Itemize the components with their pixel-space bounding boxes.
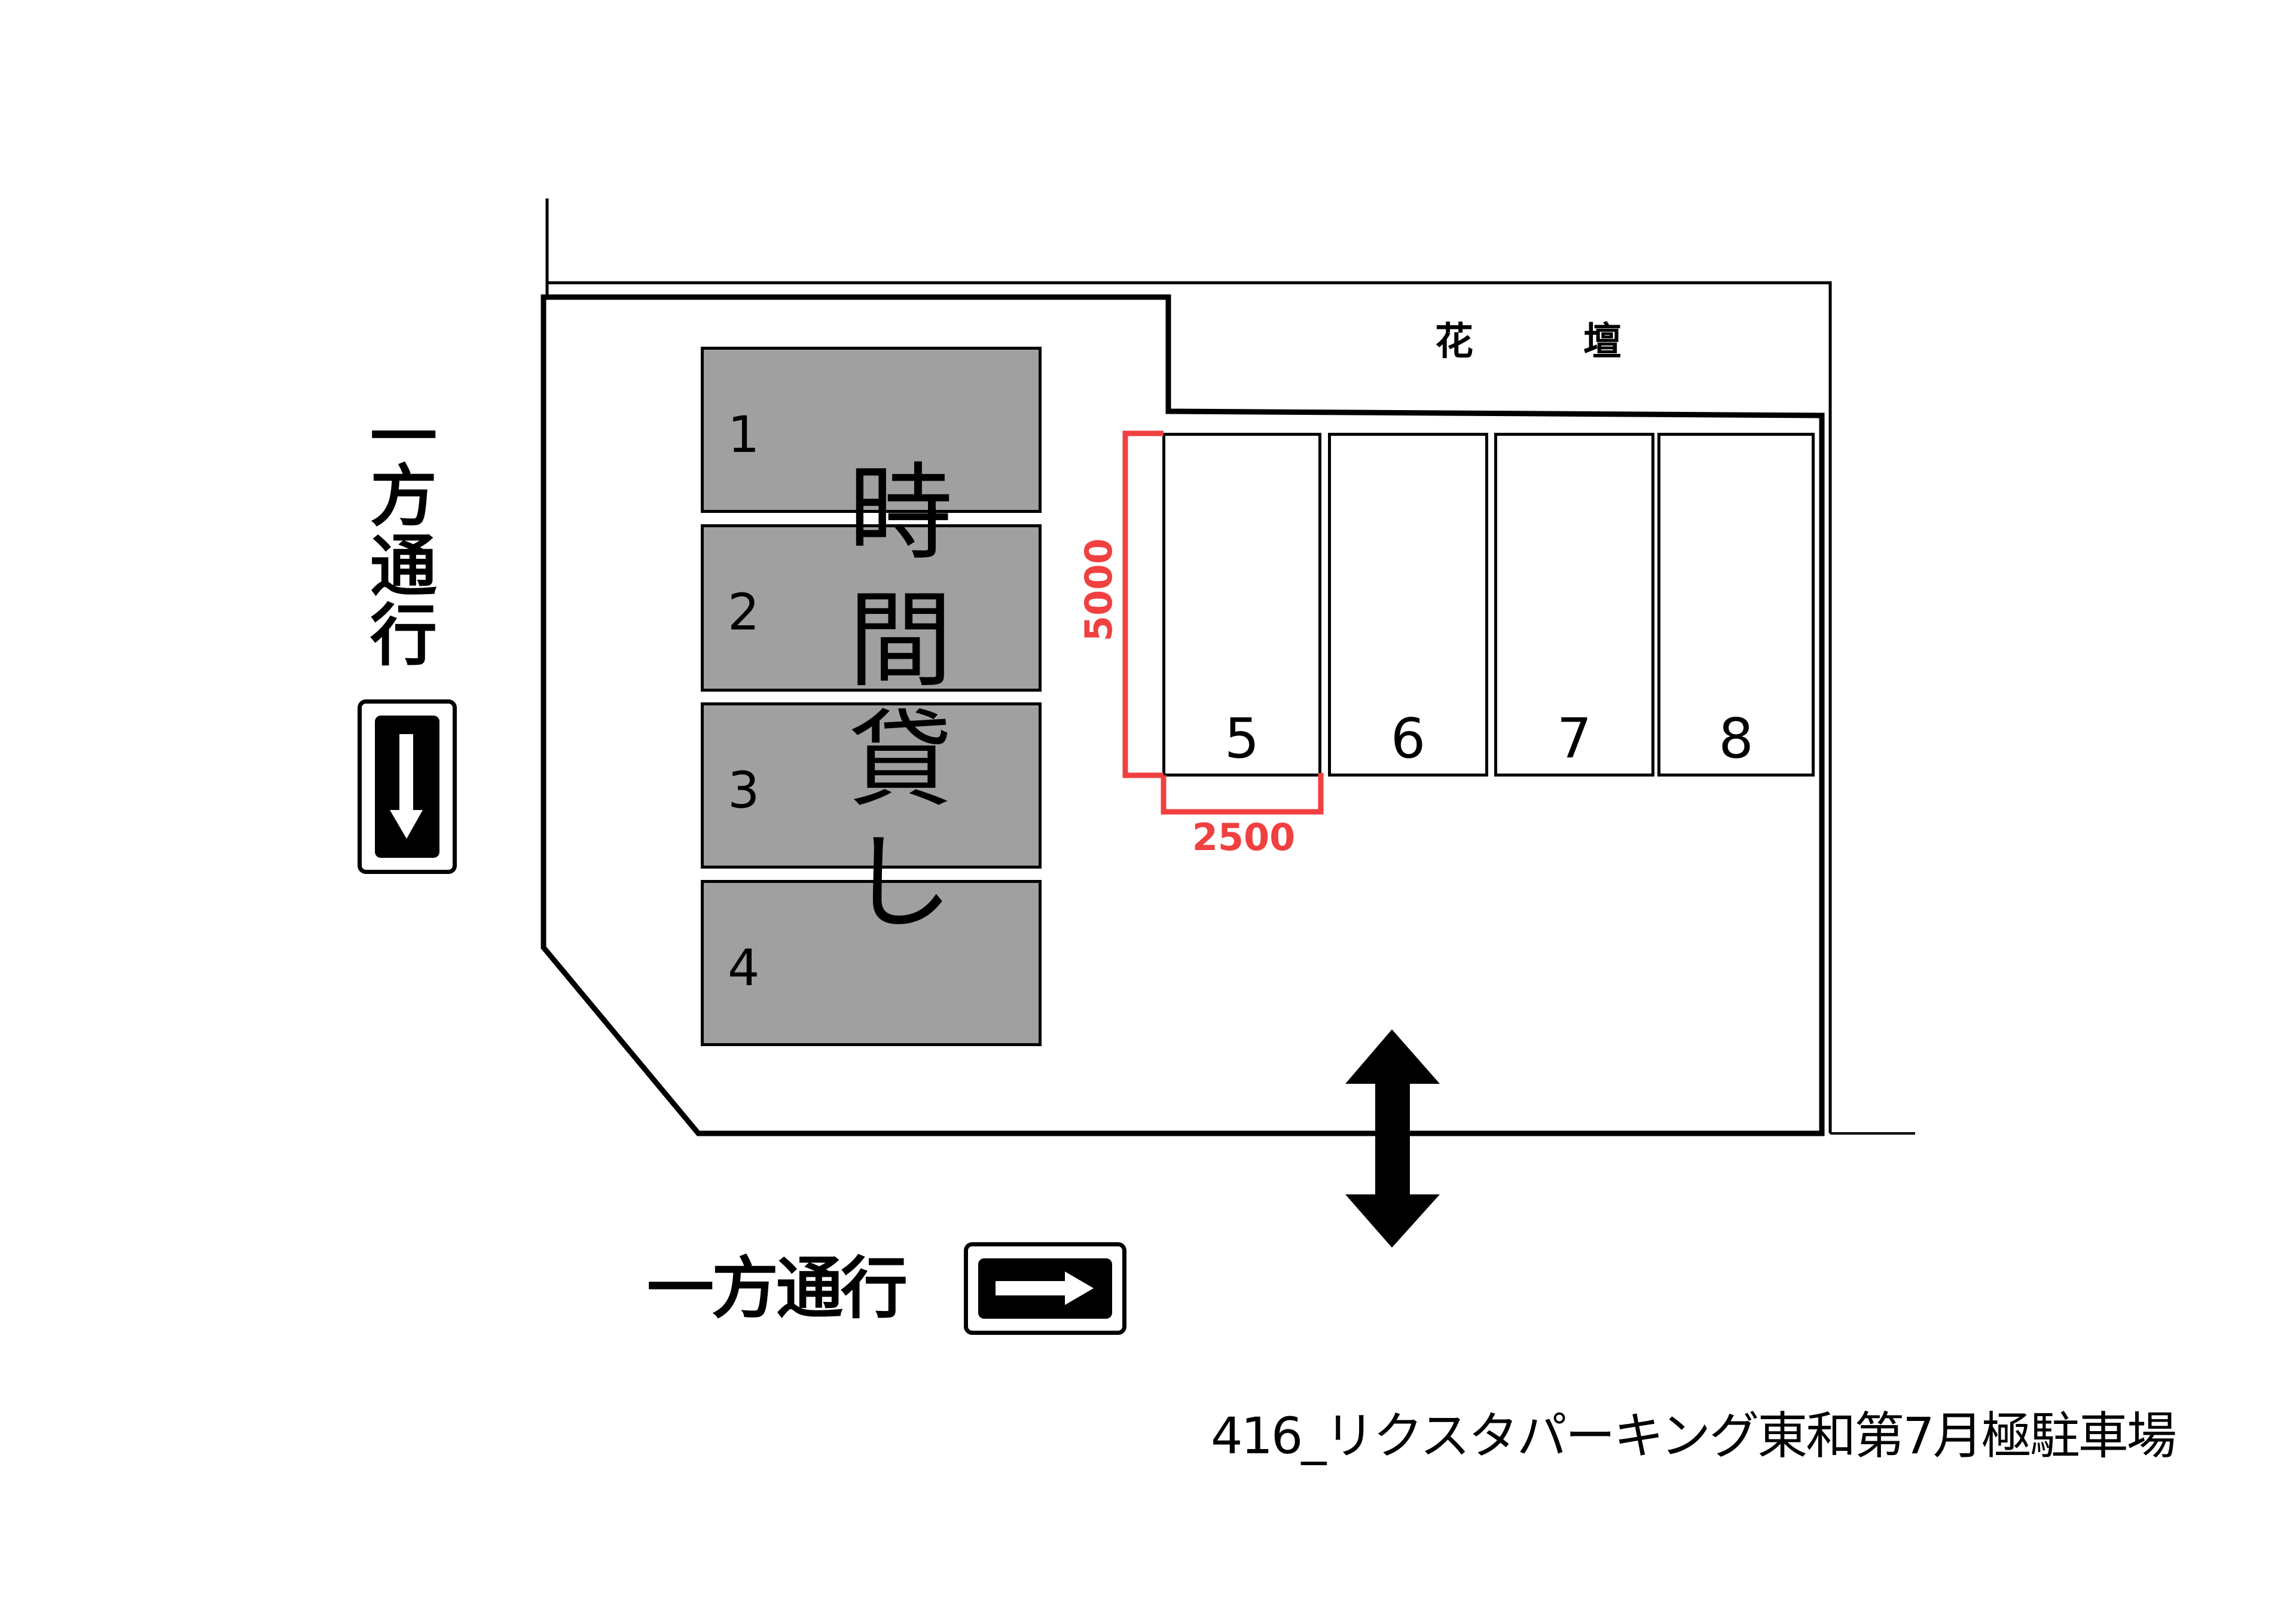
hourly-label-char: 時 [848,453,953,574]
hourly-stall-1[interactable]: 1 [701,347,1042,513]
hourly-label-char: 貸 [848,700,953,821]
stall-length-value: 5000 [1077,538,1120,641]
stall-number: 1 [728,405,760,464]
hourly-stall-4[interactable]: 4 [701,880,1042,1046]
hourly-label-char: 間 [848,580,953,702]
monthly-stall-5[interactable]: 5 [1162,433,1321,777]
flowerbed-label: 花 壇 [1435,323,1657,361]
one-way-char: 一 [370,399,437,476]
right-arrow-icon [996,1271,1094,1305]
down-arrow-icon [390,734,423,839]
one-way-char: 方 [370,458,437,536]
stall-number: 5 [1224,707,1260,771]
monthly-stall-8[interactable]: 8 [1657,433,1815,777]
monthly-stall-6[interactable]: 6 [1328,433,1488,777]
one-way-char: 行 [370,597,437,675]
length-bracket [1122,430,1164,778]
hourly-label-char: し [848,823,953,944]
width-bracket [1161,773,1324,815]
one-way-bottom-label: 一方通行 [647,1255,908,1322]
stall-number: 4 [728,939,760,997]
one-way-down-sign [358,699,457,874]
stall-width-label: 2500 [1184,819,1303,856]
hourly-stall-2[interactable]: 2 [701,524,1042,692]
hourly-stall-3[interactable]: 3 [701,702,1042,869]
stall-number: 6 [1390,707,1426,771]
stall-width-value: 2500 [1192,815,1296,859]
lot-title: 416_リクスタパーキング東和第7月極駐車場 [1211,1411,2177,1461]
lot-boundary [541,294,1825,1136]
stall-number: 2 [728,583,760,641]
one-way-right-sign [964,1242,1126,1335]
stall-number: 7 [1556,707,1592,771]
monthly-stall-7[interactable]: 7 [1494,433,1654,777]
one-way-bottom-text: 一方通行 [647,1250,908,1328]
stall-number: 3 [728,761,760,820]
flowerbed-text: 花 壇 [1435,320,1657,364]
outer-property-line [547,281,1832,1133]
stall-number: 8 [1718,707,1754,771]
two-way-arrow-icon [1345,1029,1440,1248]
one-way-char: 通 [370,528,437,606]
lot-title-text: 416_リクスタパーキング東和第7月極駐車場 [1211,1407,2177,1465]
